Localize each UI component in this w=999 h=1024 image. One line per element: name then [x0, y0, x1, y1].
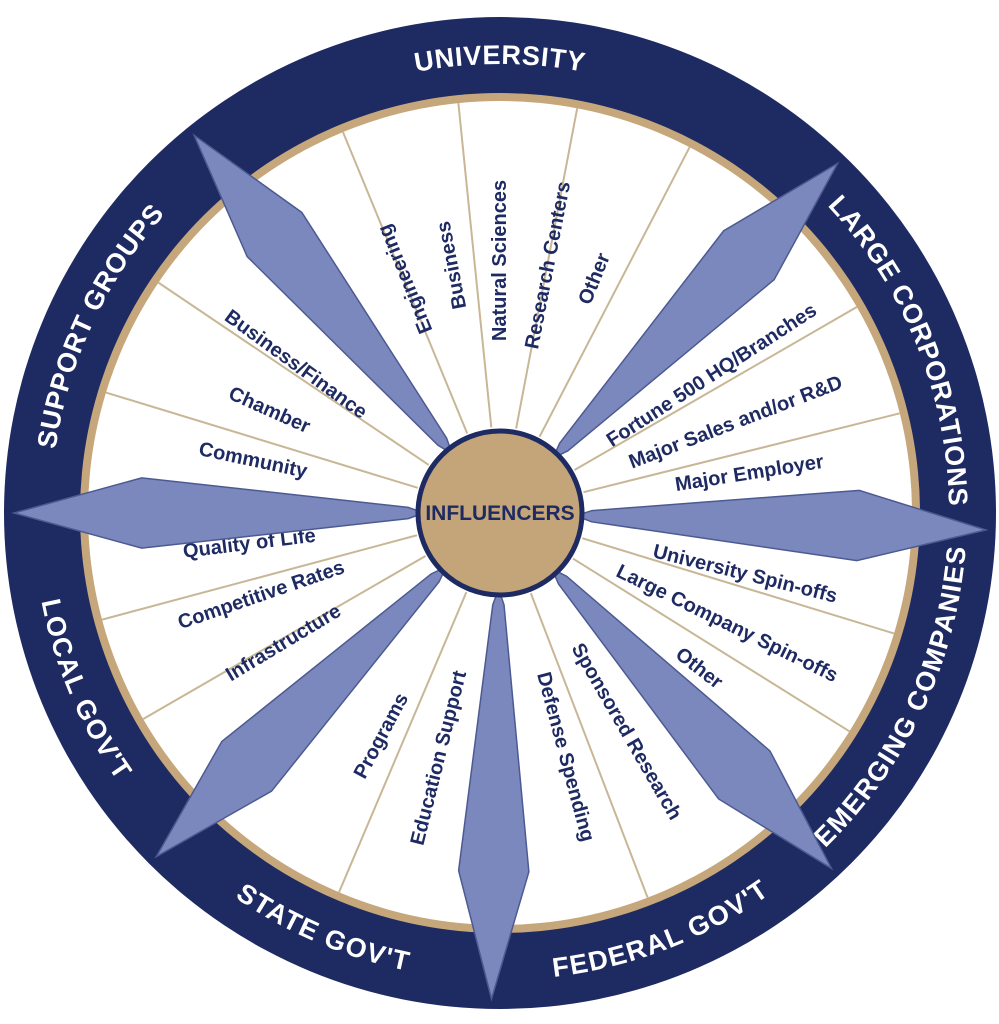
spoke-divider [572, 557, 850, 733]
spoke-dividers [101, 103, 901, 898]
spoke-divider [515, 108, 579, 429]
spoke-divider [105, 391, 419, 489]
spoke-divider [142, 555, 427, 720]
spoke-divider [101, 534, 418, 621]
spoke-divider [457, 103, 493, 428]
hub-circle [415, 428, 585, 598]
spoke-divider [529, 592, 649, 898]
spoke-divider [538, 146, 691, 438]
spoke-item-text: Natural Sciences [489, 180, 511, 341]
spoke-divider [573, 306, 858, 471]
spoke-item-label: Natural Sciences [489, 180, 511, 341]
hub-label: INFLUENCERS [425, 502, 574, 525]
hub: INFLUENCERS [415, 428, 585, 598]
spoke-divider [338, 591, 468, 893]
spoke-divider [157, 281, 430, 466]
spoke-divider [583, 412, 901, 494]
spoke-divider [581, 537, 895, 635]
spoke-divider [342, 131, 469, 434]
sector-pointers [11, 133, 989, 1002]
